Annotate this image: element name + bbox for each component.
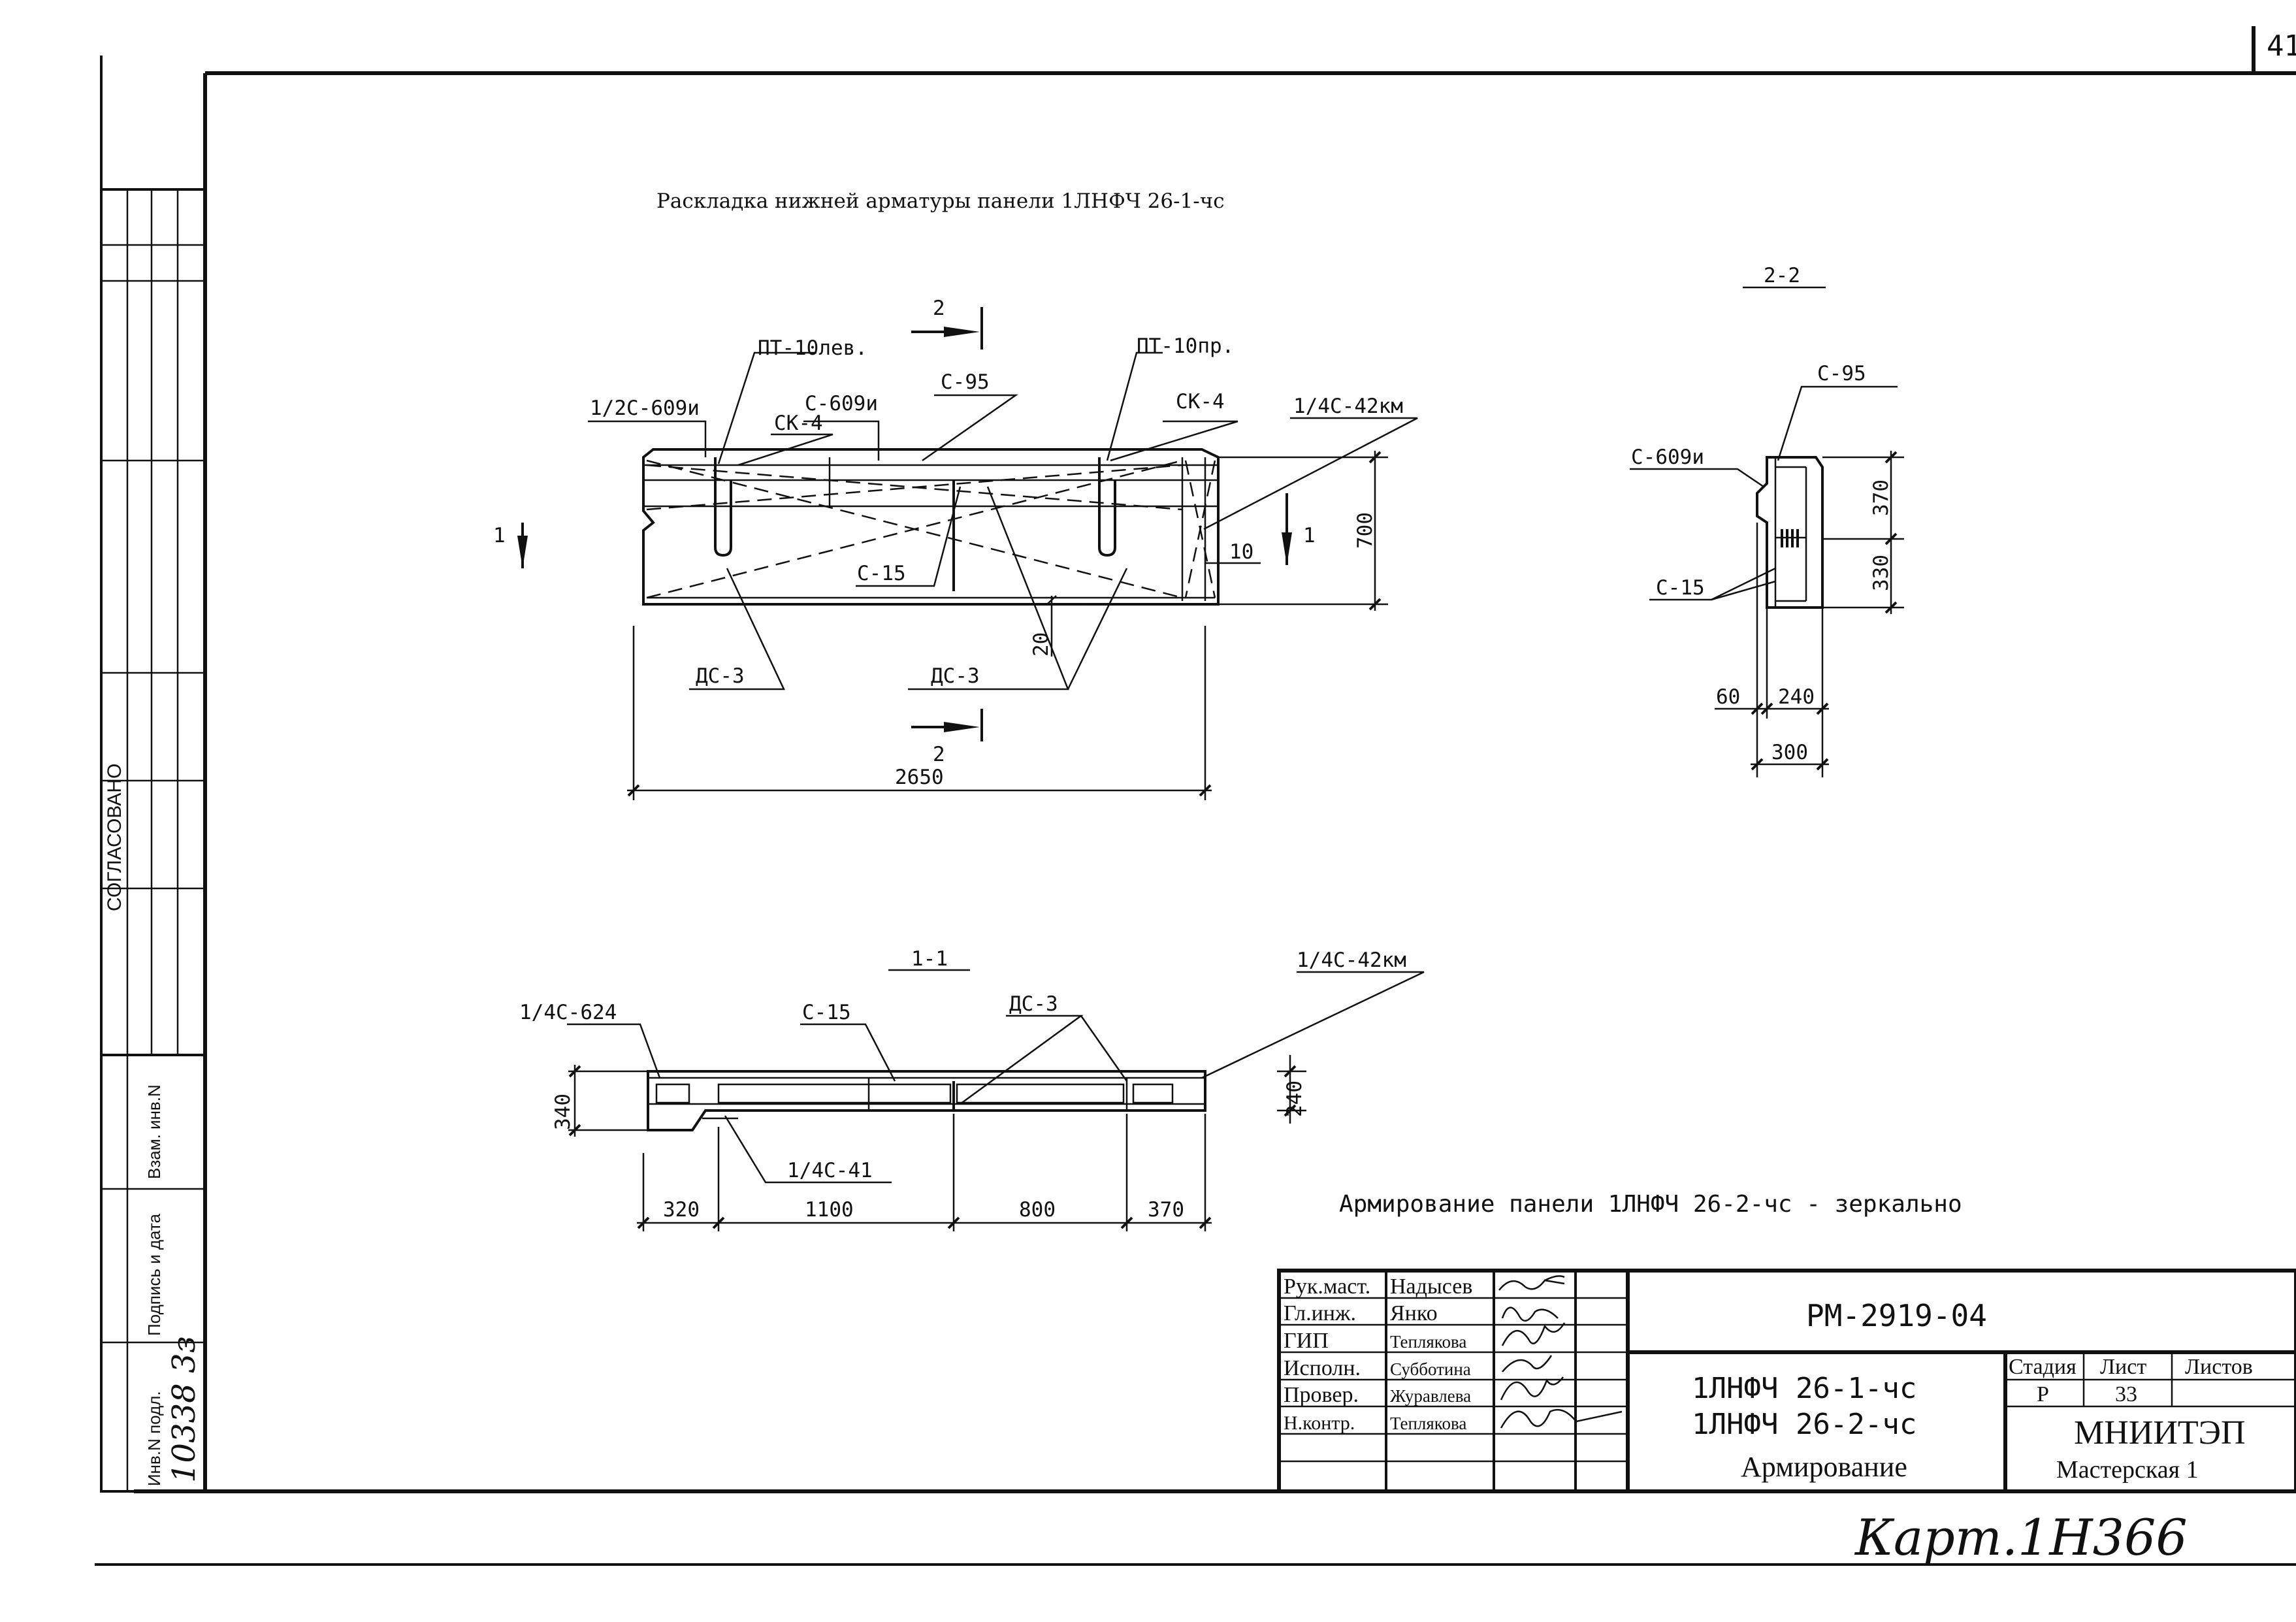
s11-label-c42km: 1/4С-42км [1297,949,1406,972]
section-mark-1-left: 1 [493,524,506,547]
dim-height: 700 [1353,512,1377,549]
main-title: Раскладка нижней арматуры панели 1ЛНФЧ 2… [656,189,1225,213]
label-c609u-half: 1/2С-609и [590,397,700,420]
tb-role-4: Исполн. [1284,1356,1361,1380]
tb-product-line-3: Армирование [1741,1451,1907,1483]
title-block [1277,1269,2296,1493]
sign-date-label: Подпись и дата [144,1213,164,1336]
s11-label-c624: 1/4С-624 [519,1001,617,1024]
dim-offset: 10 [1229,540,1253,564]
replace-inv-label: Взам. инв.N [144,1084,164,1179]
label-c42km: 1/4С-42км [1293,395,1403,418]
s11-dim-height-right: 240 [1283,1080,1306,1117]
tb-stage-header: Стадия [2009,1355,2077,1379]
tb-product-line-1: 1ЛНФЧ 26-1-чс [1692,1372,1916,1405]
tb-name-2: Янко [1390,1301,1438,1325]
dim-length: 2650 [895,766,944,789]
section-1-1 [567,969,1425,1231]
s11-dim-1: 320 [663,1198,700,1222]
s22-label-c609u: С-609и [1631,446,1704,469]
s11-label-c15: С-15 [802,1001,851,1024]
s11-label-dc3: ДС-3 [1009,992,1058,1016]
tb-name-1: Надысев [1390,1274,1472,1299]
label-ck4-left: СК-4 [774,412,823,435]
tb-name-5: Журавлева [1390,1386,1471,1406]
tb-role-5: Провер. [1284,1383,1359,1407]
section-mark-1-right: 1 [1303,524,1316,547]
tb-product-line-2: 1ЛНФЧ 26-2-чс [1692,1408,1916,1441]
s22-dim-right: 240 [1778,685,1815,709]
inv-orig-label: Инв.N подл. [144,1391,164,1486]
dim-bottom: 20 [1029,632,1053,657]
s11-label-c41: 1/4С-41 [787,1159,873,1182]
section-mark-2-bottom: 2 [933,743,945,766]
tb-org-name: МНИИТЭП [2074,1414,2246,1452]
s11-dim-4: 370 [1148,1198,1184,1222]
tb-sheets-header: Листов [2185,1355,2253,1379]
section-1-1-title: 1-1 [911,947,948,971]
section-2-2 [1630,286,1904,777]
label-ck4-right: СК-4 [1176,390,1225,414]
label-pt-left: ПТ-10лев. [758,336,867,360]
label-dc3-mid: ДС-3 [931,664,980,688]
section-mark-2-top: 2 [933,297,945,320]
sheet-frame [95,26,2296,1566]
s22-label-c95: С-95 [1817,362,1866,385]
tb-workshop: Мастерская 1 [2056,1456,2199,1484]
tb-sheet-value: 33 [2115,1382,2137,1406]
archive-note: Карт.1Н366 [1854,1508,2188,1566]
sheet-number: 41 [2267,29,2296,63]
tb-name-4: Субботина [1390,1359,1471,1379]
mirror-note: Армирование панели 1ЛНФЧ 26-2-чс - зерка… [1339,1191,1962,1218]
label-c95: С-95 [941,370,990,394]
s22-dim-bottom: 330 [1869,555,1893,591]
plan-view [517,307,1418,800]
label-pt-right: ПТ-10пр. [1137,334,1234,358]
label-c15: С-15 [857,562,906,585]
tb-role-2: Гл.инж. [1284,1301,1356,1325]
s22-dim-left: 60 [1716,685,1740,709]
label-c609u: С-609и [805,392,878,415]
inv-number-value: 10338 3з [166,1336,202,1483]
tb-role-3: ГИП [1284,1329,1329,1353]
tb-name-6: Теплякова [1390,1414,1466,1433]
tb-doc-code: РМ-2919-04 [1806,1298,1987,1333]
tb-sheet-header: Лист [2100,1355,2146,1379]
s22-dim-top: 370 [1869,479,1893,516]
agreed-label: СОГЛАСОВАНО [104,764,125,911]
left-approval-strip [100,188,206,1493]
s11-dim-3: 800 [1019,1198,1056,1222]
section-2-2-title: 2-2 [1764,264,1800,287]
s22-label-c15: С-15 [1656,576,1705,600]
s11-dim-height-left: 340 [551,1094,575,1130]
tb-role-6: Н.контр. [1284,1412,1355,1434]
tb-role-1: Рук.маст. [1284,1274,1370,1299]
label-dc3-left: ДС-3 [696,664,745,688]
tb-name-3: Теплякова [1390,1332,1466,1352]
s22-dim-total: 300 [1771,741,1808,764]
s11-dim-2: 1100 [805,1198,854,1222]
tb-stage-value: Р [2037,1382,2049,1406]
